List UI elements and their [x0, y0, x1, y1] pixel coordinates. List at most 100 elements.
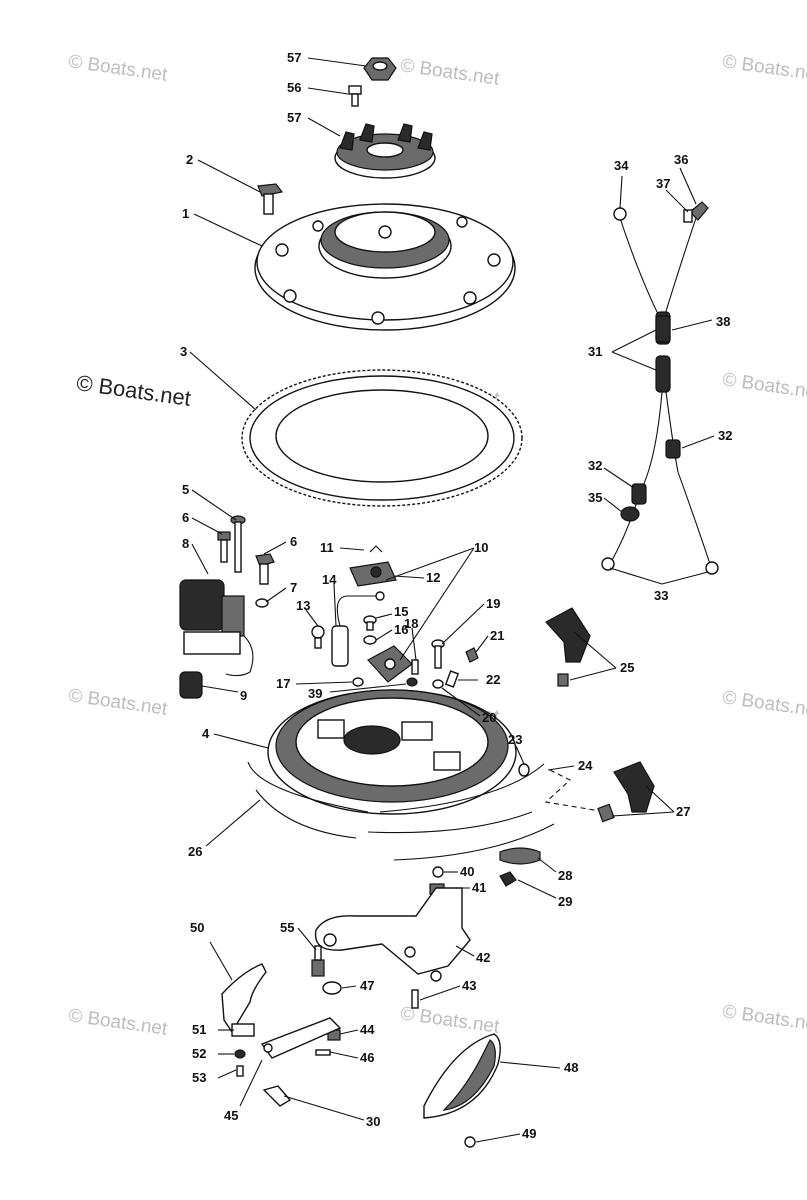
callout-49: 49	[522, 1126, 536, 1141]
part-56-nut[interactable]	[363, 57, 397, 81]
callout-21: 21	[490, 628, 504, 643]
part-22-wick[interactable]	[444, 670, 460, 688]
part-28-link[interactable]	[499, 847, 541, 865]
callout-17: 17	[276, 676, 290, 691]
callout-31: 31	[588, 344, 602, 359]
leader-lines	[189, 57, 715, 1143]
part-13-screw[interactable]	[311, 625, 325, 649]
part-34-terminal[interactable]	[613, 207, 627, 221]
callout-24: 24	[578, 758, 593, 773]
callout-6b: 6	[290, 534, 297, 549]
part-24-retainer-ring[interactable]	[247, 761, 545, 813]
part-49-screw[interactable]	[464, 1136, 476, 1148]
callout-10: 10	[474, 540, 488, 555]
part-51-plate[interactable]	[231, 1023, 255, 1037]
callout-23: 23	[508, 732, 522, 747]
callout-5: 5	[182, 482, 189, 497]
callout-40: 40	[460, 864, 474, 879]
part-35-boot[interactable]	[620, 506, 640, 522]
callout-13: 13	[296, 598, 310, 613]
part-16-washer[interactable]	[363, 635, 377, 645]
callout-1: 1	[182, 206, 189, 221]
part-47-washer[interactable]	[322, 981, 342, 995]
callout-57: 57	[287, 110, 301, 125]
part-19-screw[interactable]	[431, 639, 445, 669]
callout-25: 25	[620, 660, 634, 675]
callout-47: 47	[360, 978, 374, 993]
part-20-washer[interactable]	[432, 679, 444, 689]
callout-19: 19	[486, 596, 500, 611]
callout-labels: 57 56 57 2 1 3 5 6 6 8 7 9 10 11 12 13 1…	[180, 50, 732, 1141]
part-1-flywheel[interactable]	[254, 203, 516, 331]
part-40-screw[interactable]	[432, 866, 444, 878]
part-12-bracket[interactable]	[349, 561, 397, 587]
part-32-sleeve-b[interactable]	[631, 483, 647, 505]
callout-7: 7	[290, 580, 297, 595]
callout-32: 32	[718, 428, 732, 443]
part-5-bolt[interactable]	[230, 515, 246, 573]
part-7-washer[interactable]	[255, 598, 269, 608]
part-21-clip[interactable]	[465, 647, 479, 663]
part-3-ring-gear[interactable]	[241, 369, 523, 507]
part-15-screw[interactable]	[363, 615, 377, 631]
part-2-bolt[interactable]	[257, 183, 284, 215]
part-37-clip[interactable]	[683, 209, 693, 223]
callout-50: 50	[190, 920, 204, 935]
part-14-condenser[interactable]	[331, 591, 385, 667]
part-6-screw-b[interactable]	[255, 553, 275, 585]
part-29-nut[interactable]	[499, 871, 517, 887]
part-23-lockwasher[interactable]	[518, 763, 530, 777]
callout-15: 15	[394, 604, 408, 619]
callout-54: 55	[280, 920, 294, 935]
part-9-spark-plug-boot[interactable]	[179, 671, 203, 699]
callout-44: 44	[360, 1022, 375, 1037]
callout-18: 18	[404, 616, 418, 631]
callout-33: 33	[654, 588, 668, 603]
callout-16: 16	[394, 622, 408, 637]
part-30-clip[interactable]	[262, 1085, 292, 1107]
callout-28: 28	[558, 868, 572, 883]
part-6-screw[interactable]	[217, 531, 231, 563]
part-52-washer[interactable]	[234, 1049, 246, 1059]
part-10-breaker-points[interactable]	[367, 645, 413, 683]
callout-8: 8	[182, 536, 189, 551]
callout-48: 48	[564, 1060, 578, 1075]
callout-3: 3	[180, 344, 187, 359]
part-8-coil[interactable]	[179, 579, 254, 677]
part-48-cover[interactable]	[423, 1033, 501, 1119]
callout-20: 20	[482, 710, 496, 725]
callout-27: 27	[676, 804, 690, 819]
callout-6: 6	[182, 510, 189, 525]
part-4-armature-plate[interactable]	[267, 689, 517, 815]
part-25-spark-plug-boot[interactable]	[545, 607, 591, 687]
callout-12: 12	[426, 570, 440, 585]
part-26-retainer-ring[interactable]	[255, 789, 555, 861]
part-39-washer[interactable]	[406, 677, 418, 687]
part-46-pin[interactable]	[315, 1049, 331, 1056]
part-36-terminal[interactable]	[689, 201, 709, 221]
part-57-starter-cup[interactable]	[334, 123, 436, 179]
part-32-sleeve[interactable]	[665, 439, 681, 459]
part-43-screw[interactable]	[411, 989, 419, 1009]
callout-37: 37	[656, 176, 670, 191]
callout-51: 51	[192, 1022, 206, 1037]
part-45-link[interactable]	[260, 1017, 342, 1059]
part-18-screw[interactable]	[411, 659, 419, 675]
part-27-spark-plug-boot[interactable]	[597, 761, 655, 823]
part-50-cam[interactable]	[221, 963, 267, 1034]
callout-46: 46	[360, 1050, 374, 1065]
part-33-terminals[interactable]	[601, 557, 719, 575]
part-42-bracket[interactable]	[314, 887, 471, 982]
part-53-screw[interactable]	[236, 1065, 244, 1077]
callout-32b: 32	[588, 458, 602, 473]
callout-9: 9	[240, 688, 247, 703]
callout-42: 42	[476, 950, 490, 965]
part-17-lockwasher[interactable]	[352, 677, 364, 687]
part-11-spring-clip[interactable]	[369, 545, 383, 553]
callout-56: 57	[287, 50, 301, 65]
part-38-sleeve[interactable]	[655, 315, 671, 343]
part-54-screw[interactable]	[311, 945, 325, 977]
callout-26: 26	[188, 844, 202, 859]
part-55-screw[interactable]	[348, 85, 362, 107]
